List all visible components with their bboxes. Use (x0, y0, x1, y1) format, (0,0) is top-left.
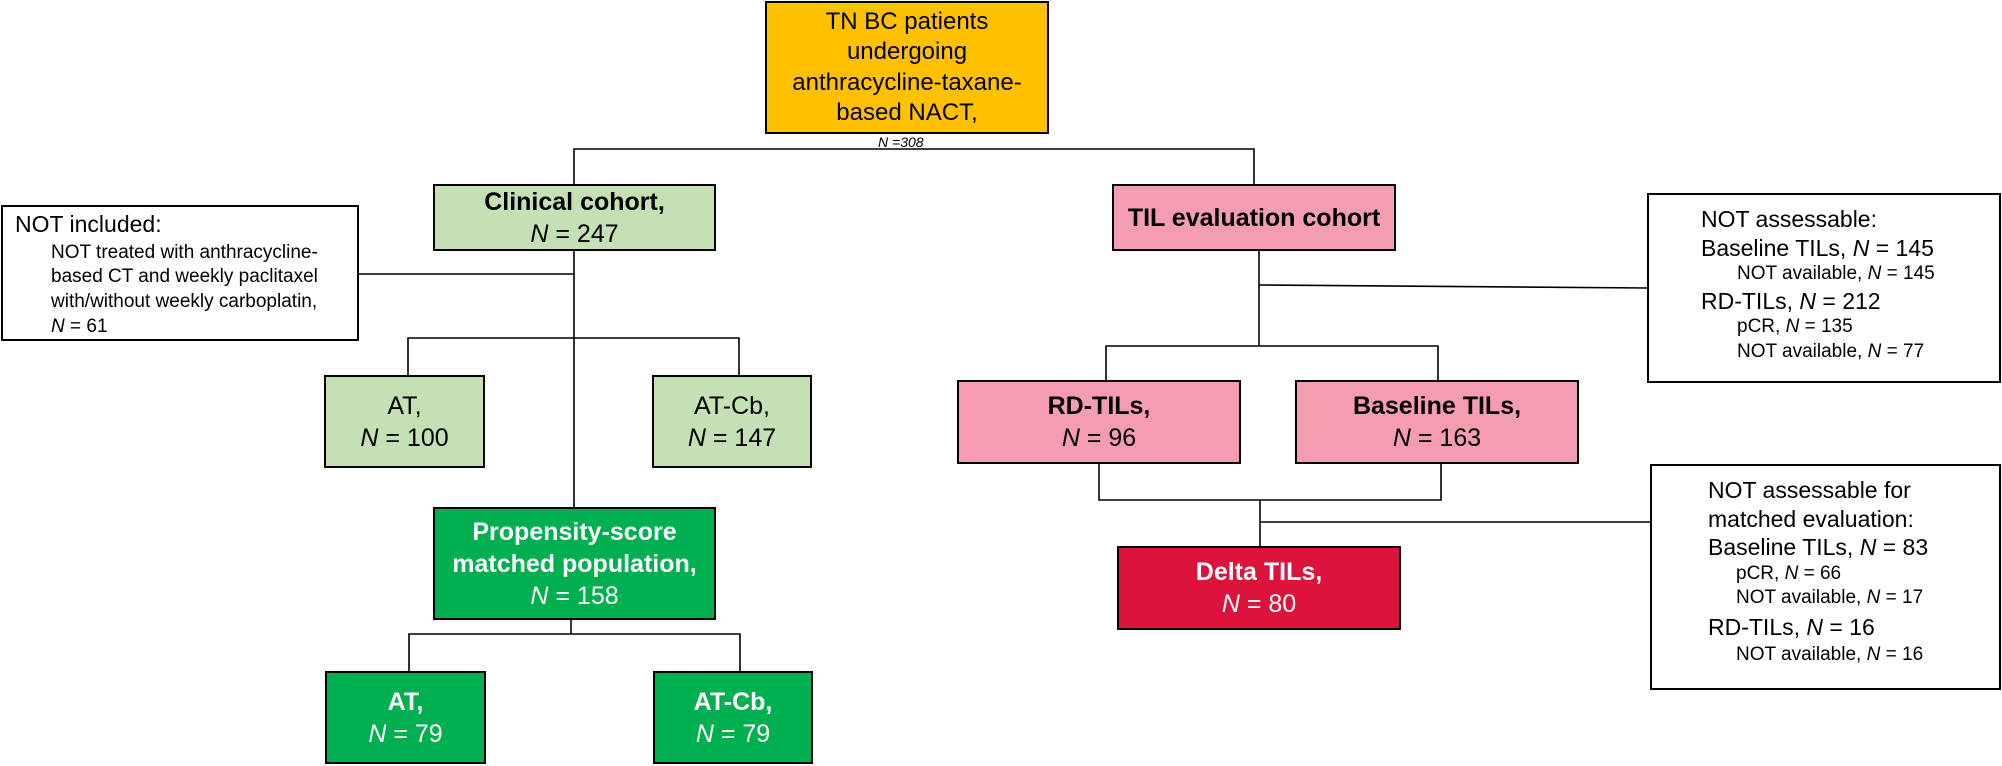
not-assessable-matched-rd-na: NOT available, N = 16 (1736, 644, 1924, 666)
til-cohort-title: TIL evaluation cohort (1127, 203, 1381, 232)
til-evaluation-cohort-box: TIL evaluation cohort (1112, 184, 1396, 251)
at-clinical-box: AT, N = 100 (324, 375, 485, 468)
at-clinical-n: N = 100 (360, 423, 449, 452)
not-assessable-rd: RD-TILs, N = 212 (1701, 287, 1881, 314)
at-clinical-title: AT, (387, 391, 422, 420)
rd-tils-box: RD-TILs, N = 96 (957, 380, 1241, 464)
not-included-line-1: NOT treated with anthracycline- (51, 241, 318, 263)
at-matched-n: N = 79 (368, 719, 443, 748)
not-assessable-baseline: Baseline TILs, N = 145 (1701, 234, 1934, 261)
not-assessable-rd-na: NOT available, N = 77 (1737, 340, 1925, 362)
not-assessable-matched-baseline-na: NOT available, N = 17 (1736, 587, 1924, 609)
source-line-2: undergoing (846, 38, 968, 66)
not-assessable-matched-baseline-pcr: pCR, N = 66 (1736, 562, 1842, 584)
atcb-clinical-box: AT-Cb, N = 147 (652, 375, 812, 468)
not-included-line-2: based CT and weekly paclitaxel (51, 266, 318, 288)
not-included-n: N = 61 (51, 315, 108, 337)
not-assessable-matched-rd: RD-TILs, N = 16 (1708, 613, 1875, 640)
matched-line-1: Propensity-score (472, 517, 677, 546)
not-assessable-baseline-na: NOT available, N = 145 (1737, 263, 1935, 285)
at-matched-title: AT, (387, 687, 424, 716)
atcb-clinical-title: AT-Cb, (694, 391, 770, 420)
rd-tils-title: RD-TILs, (1047, 392, 1151, 420)
not-assessable-matched-header-1: NOT assessable for (1708, 477, 1911, 503)
matched-population-box: Propensity-score matched population, N =… (433, 507, 716, 620)
not-included-line-3: with/without weekly carboplatin, (51, 290, 318, 312)
delta-tils-n: N = 80 (1221, 590, 1297, 618)
not-assessable-matched-box: NOT assessable for matched evaluation: B… (1650, 464, 2001, 690)
not-assessable-header: NOT assessable: (1701, 206, 1877, 232)
clinical-cohort-n: N = 247 (530, 219, 619, 248)
clinical-cohort-title: Clinical cohort, (484, 187, 665, 216)
source-n-label: N =308 (878, 134, 924, 150)
source-line-1: TN BC patients (825, 7, 989, 35)
baseline-tils-n: N = 163 (1392, 424, 1482, 452)
not-included-header: NOT included: (15, 211, 162, 237)
matched-n: N = 158 (530, 581, 619, 610)
delta-tils-title: Delta TILs, (1195, 558, 1323, 586)
atcb-clinical-n: N = 147 (687, 423, 777, 452)
not-included-box: NOT included: NOT treated with anthracyc… (1, 205, 359, 341)
source-line-4: based NACT, (836, 98, 978, 126)
atcb-matched-n: N = 79 (695, 719, 771, 748)
clinical-cohort-box: Clinical cohort, N = 247 (433, 184, 716, 251)
baseline-tils-title: Baseline TILs, (1352, 392, 1522, 420)
not-assessable-matched-baseline: Baseline TILs, N = 83 (1708, 534, 1929, 561)
not-assessable-matched-header-2: matched evaluation: (1708, 505, 1914, 532)
source-population-box: TN BC patients undergoing anthracycline-… (765, 1, 1049, 134)
source-line-3: anthracycline-taxane- (792, 68, 1022, 96)
rd-tils-n: N = 96 (1061, 424, 1137, 452)
delta-tils-box: Delta TILs, N = 80 (1117, 546, 1401, 630)
baseline-tils-box: Baseline TILs, N = 163 (1295, 380, 1579, 464)
at-matched-box: AT, N = 79 (325, 671, 486, 764)
not-assessable-rd-pcr: pCR, N = 135 (1737, 316, 1853, 338)
not-assessable-box: NOT assessable: Baseline TILs, N = 145 N… (1647, 193, 2001, 383)
atcb-matched-box: AT-Cb, N = 79 (653, 671, 813, 764)
matched-line-2: matched population, (452, 549, 697, 578)
atcb-matched-title: AT-Cb, (693, 687, 773, 716)
